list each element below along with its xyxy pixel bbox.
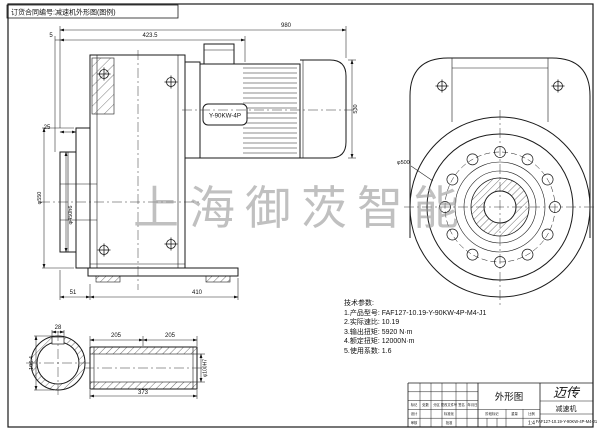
cooling-fins — [243, 67, 297, 154]
label-approve: 批准 — [446, 420, 453, 425]
tech-params-title: 技术参数: — [344, 300, 374, 307]
fan-cowl — [300, 59, 347, 159]
dim-plate-offset: 5 — [49, 33, 53, 39]
gearbox-housing — [87, 54, 239, 283]
scale-value: 1:4 — [528, 421, 535, 427]
dim-spigot: φ450h6 — [68, 206, 74, 225]
label-sign: 签名 — [458, 402, 465, 407]
technical-parameters: 技术参数: 1.产品型号: FAF127-10.19-Y-90KW-4P-M4-… — [344, 299, 486, 357]
tech-param-line: 1.产品型号: FAF127-10.19-Y-90KW-4P-M4-J1 — [344, 309, 487, 317]
label-weight: 重量 — [511, 411, 518, 416]
brand-logo-text: 迈传 — [553, 385, 581, 400]
shaft-centerlines — [26, 331, 203, 395]
side-view-dim-labels: 5 423.5 980 25 φ550 φ450h6 530 51 410 — [37, 23, 359, 296]
dim-len-a: 205 — [111, 333, 122, 339]
terminal-box — [203, 43, 235, 65]
label-count: 处数 — [422, 402, 429, 407]
shaft-dim-labels: 28 106.4 205 205 373 φ100H7 — [29, 325, 209, 396]
dim-housing-length: 423.5 — [142, 33, 158, 39]
model-number: FAF127-10.19-Y-90KW-4P-M4-J1 — [536, 419, 598, 424]
front-view: φ500 — [397, 57, 596, 305]
dim-overall-length: 980 — [281, 23, 292, 29]
dim-motor-height: 530 — [353, 104, 359, 113]
motor-body — [199, 63, 301, 159]
centerlines — [40, 50, 358, 290]
label-design: 设计 — [411, 411, 418, 416]
output-flange — [59, 127, 97, 269]
tech-param-line: 5.使用系数: 1.6 — [344, 347, 392, 355]
dim-key-width: 28 — [55, 325, 62, 331]
tech-param-line: 3.输出扭矩: 5920 N·m — [344, 328, 413, 336]
dim-hub-offset: 25 — [44, 125, 51, 131]
label-zone: 分区 — [433, 402, 440, 407]
label-stage: 阶段标记 — [485, 411, 499, 416]
label-date: 年月日 — [468, 402, 478, 407]
dim-base-length: 410 — [192, 290, 203, 296]
title-block-field-labels: 标记 处数 分区 更改文件号 签名 年月日 设计 标准化 审核 批准 阶段标记 … — [411, 402, 536, 425]
dim-foot-offset: 51 — [70, 290, 77, 296]
foot-pad — [205, 275, 231, 283]
front-centerlines — [404, 110, 596, 305]
dim-total-len: 373 — [138, 390, 149, 396]
motor — [184, 43, 347, 159]
dim-len-b: 205 — [165, 333, 176, 339]
label-doc-no: 更改文件号 — [441, 402, 458, 407]
drawing-frame — [6, 3, 594, 428]
product-name: 减速机 — [556, 404, 577, 413]
hatched-rib — [91, 57, 115, 115]
leader-line — [410, 165, 434, 182]
label-mark: 标记 — [411, 402, 418, 407]
shaft-detail: 28 106.4 205 205 373 φ100H7 — [26, 325, 209, 399]
shaft-dimension-lines — [34, 330, 205, 399]
drawing-title: 外形图 — [495, 391, 524, 403]
motor-nameplate-label: Y-90KW-4P — [209, 113, 241, 120]
foot-pad — [95, 275, 121, 283]
motor-nameplate — [202, 103, 248, 126]
tech-param-line: 4.额定扭矩: 12000N·m — [344, 338, 415, 346]
order-note-box — [6, 4, 179, 19]
label-standard: 标准化 — [444, 411, 455, 416]
tech-param-line: 2.实际速比: 10.19 — [344, 319, 400, 327]
side-view: Y-90KW-4P 5 — [37, 23, 359, 300]
side-view-dimensions — [42, 26, 356, 300]
dim-bore-height: 106.4 — [29, 356, 35, 370]
dim-flange-od: φ550 — [37, 192, 43, 205]
dim-flange-circle: φ500 — [397, 160, 410, 166]
label-check: 审核 — [411, 420, 418, 425]
title-block: 标记 处数 分区 更改文件号 签名 年月日 设计 标准化 审核 批准 阶段标记 … — [407, 382, 598, 427]
order-note-text: 订货合同编号:减速机外形图(图例) — [11, 8, 116, 17]
front-housing-outline — [409, 57, 591, 238]
dim-bore: φ100H7 — [203, 359, 209, 377]
label-scale: 比例 — [528, 411, 535, 416]
base-plate — [87, 267, 239, 277]
